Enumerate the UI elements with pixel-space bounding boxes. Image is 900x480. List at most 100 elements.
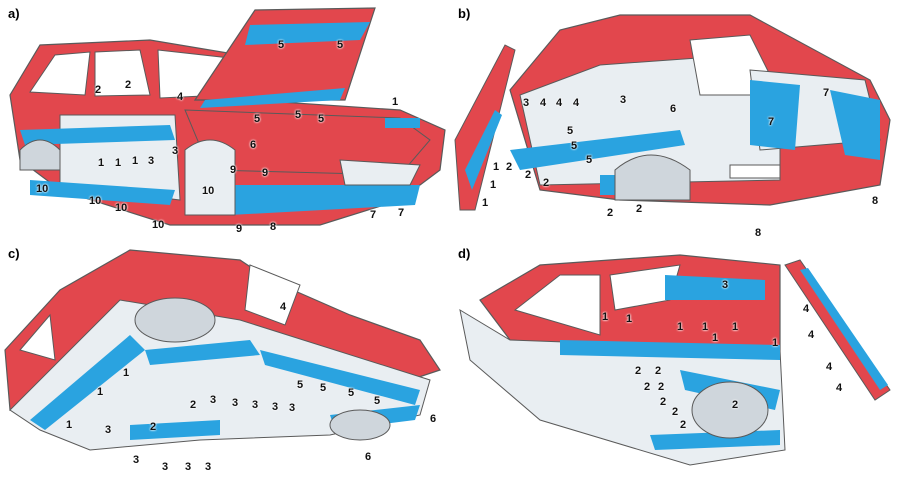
front-sealant: [215, 185, 420, 215]
callout: 4: [540, 97, 547, 109]
lower-sill-sealant: [30, 180, 175, 205]
callout: 3: [205, 461, 212, 473]
callout: 1: [702, 321, 709, 333]
callout: 10: [89, 195, 102, 207]
callout: 4: [808, 329, 815, 341]
callout: 6: [670, 103, 677, 115]
callout: 1: [482, 197, 489, 209]
callout: 8: [872, 195, 879, 207]
callout: 9: [262, 167, 269, 179]
callout: 9: [236, 223, 243, 235]
rear-wheel-arch: [691, 381, 769, 439]
callout: 7: [768, 116, 775, 128]
callout: 3: [252, 399, 259, 411]
front-wheel-arch: [184, 139, 236, 216]
hood-sealant-lower: [200, 88, 345, 108]
callout: 4: [573, 97, 580, 109]
callout: 5: [318, 113, 325, 125]
callout: 3: [289, 402, 296, 414]
callout: 5: [571, 140, 578, 152]
callout: 3: [232, 397, 239, 409]
callout: 2: [506, 161, 513, 173]
callout: 8: [270, 221, 277, 233]
callout: 2: [95, 84, 102, 96]
callout: 2: [658, 381, 665, 393]
callout: 1: [626, 313, 633, 325]
panel-d-letter: d): [458, 246, 471, 261]
side-window: [244, 264, 301, 326]
front-bumper-opening: [339, 159, 421, 186]
callout: 7: [398, 207, 405, 219]
side-window: [513, 274, 601, 336]
callout: 1: [602, 311, 609, 323]
callout: 1: [132, 155, 139, 167]
callout: 7: [823, 87, 830, 99]
wheel-well: [329, 409, 391, 441]
open-door: [454, 44, 516, 211]
callout: 5: [374, 395, 381, 407]
rear-wheel-arch: [19, 139, 61, 171]
callout: 2: [732, 399, 739, 411]
callout: 2: [655, 365, 662, 377]
sill-sealant: [20, 125, 175, 145]
callout: 3: [185, 461, 192, 473]
callout: 7: [370, 209, 377, 221]
rear-quarter-sealant: [750, 80, 800, 150]
callout: 3: [105, 424, 112, 436]
callout: 1: [115, 157, 122, 169]
panel-a-letter: a): [8, 6, 20, 21]
rear-window: [19, 313, 56, 361]
callout: 5: [278, 39, 285, 51]
callout: 3: [620, 94, 627, 106]
wing-sealant: [385, 118, 420, 128]
callout: 2: [125, 79, 132, 91]
callout: 2: [150, 421, 157, 433]
callout: 5: [567, 125, 574, 137]
callout: 1: [392, 96, 399, 108]
callout: 5: [320, 382, 327, 394]
panel-d-drawing: [459, 254, 891, 466]
callout: 6: [250, 139, 257, 151]
lower-seam-sealant: [130, 420, 220, 440]
callout: 1: [677, 321, 684, 333]
callout: 2: [525, 169, 532, 181]
panel-c-letter: c): [8, 246, 20, 261]
callout: 2: [672, 406, 679, 418]
callout: 3: [523, 97, 530, 109]
callout: 6: [430, 413, 437, 425]
callout: 5: [295, 109, 302, 121]
callout: 5: [297, 379, 304, 391]
callout: 2: [607, 207, 614, 219]
callout: 2: [680, 419, 687, 431]
callout: 5: [348, 387, 355, 399]
panel-b-letter: b): [458, 6, 471, 21]
panel-c-drawing: [4, 249, 441, 451]
callout: 2: [636, 203, 643, 215]
callout: 1: [66, 419, 73, 431]
sill-sealant: [560, 340, 780, 360]
callout: 2: [635, 365, 642, 377]
callout: 3: [162, 461, 169, 473]
rear-wheel-arch: [614, 154, 691, 201]
callout: 3: [210, 394, 217, 406]
callout: 3: [722, 279, 729, 291]
callout: 1: [712, 332, 719, 344]
panel-d: d) 1 1 1 1 1 1 1 3 2 2 2 2 2 2 2 2 4 4 4…: [450, 240, 900, 480]
callout: 1: [123, 367, 130, 379]
wheel-well: [134, 297, 216, 343]
hood-sealant: [245, 22, 370, 45]
callout: 3: [272, 401, 279, 413]
callout: 2: [190, 399, 197, 411]
callout: 1: [732, 321, 739, 333]
rear-side-window: [94, 49, 151, 97]
callout: 3: [172, 145, 179, 157]
callout: 4: [826, 361, 833, 373]
callout: 5: [586, 154, 593, 166]
tailgate-sealant: [830, 90, 880, 160]
callout: 10: [36, 183, 49, 195]
callout: 2: [660, 396, 667, 408]
sill-sealant: [510, 130, 685, 170]
callout: 9: [230, 164, 237, 176]
callout: 2: [644, 381, 651, 393]
